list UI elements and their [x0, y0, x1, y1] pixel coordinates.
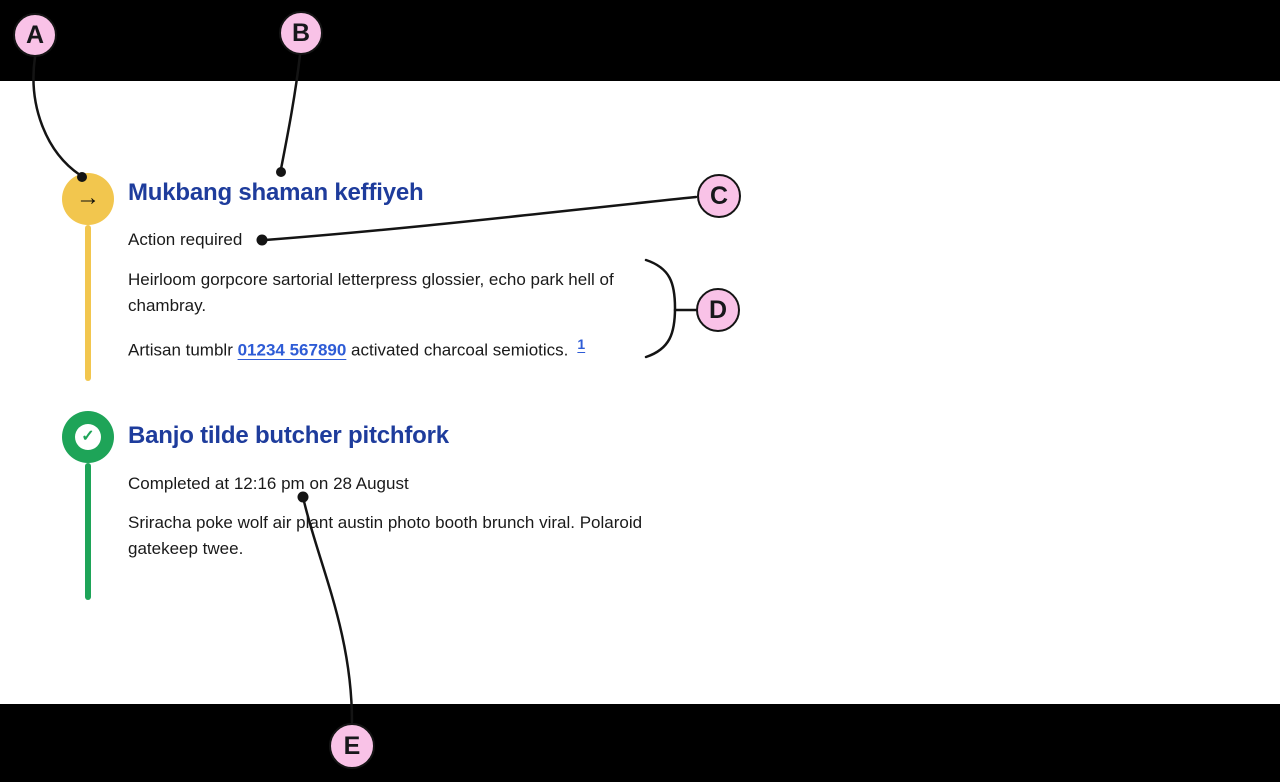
timeline-item-status: Completed at 12:16 pm on 28 August [128, 474, 409, 493]
timeline-item-title: Banjo tilde butcher pitchfork [128, 422, 449, 449]
phone-line-suffix: activated charcoal semiotics. [346, 340, 569, 360]
timeline-item-status: Action required [128, 230, 243, 249]
timeline-status-icon-complete: ✓ [62, 411, 114, 463]
timeline-status-icon-pending: → [62, 173, 114, 225]
annotation-dot-c [256, 234, 268, 246]
timeline-item-description: Heirloom gorpcore sartorial letterpress … [128, 270, 614, 315]
annotation-marker-a: A [13, 13, 57, 57]
timeline-item-title: Mukbang shaman keffiyeh [128, 179, 424, 206]
marker-letter: A [25, 20, 45, 49]
annotation-marker-e: E [329, 723, 375, 769]
marker-letter: E [343, 731, 361, 760]
arrow-right-icon: → [76, 184, 100, 211]
bottom-black-bar [0, 704, 1280, 782]
check-circle-icon: ✓ [75, 424, 101, 450]
annotation-marker-c: C [697, 174, 741, 218]
timeline-connector-complete [85, 463, 91, 600]
phone-number-link[interactable]: 01234 567890 [237, 340, 347, 360]
annotation-marker-d: D [696, 288, 740, 332]
timeline-item-description: Sriracha poke wolf air plant austin phot… [128, 513, 643, 558]
annotation-marker-b: B [279, 11, 323, 55]
check-icon: ✓ [81, 428, 95, 445]
footnote-reference-link[interactable]: 1 [577, 336, 586, 352]
timeline-item-phone-line: Artisan tumblr 01234 567890 activated ch… [128, 331, 688, 364]
marker-letter: D [708, 295, 728, 324]
marker-letter: B [291, 18, 311, 47]
top-black-bar [0, 0, 1280, 81]
annotation-dot-b [276, 167, 286, 177]
marker-letter: C [709, 181, 729, 210]
phone-line-prefix: Artisan tumblr [128, 340, 238, 360]
timeline-connector-pending [85, 225, 91, 381]
